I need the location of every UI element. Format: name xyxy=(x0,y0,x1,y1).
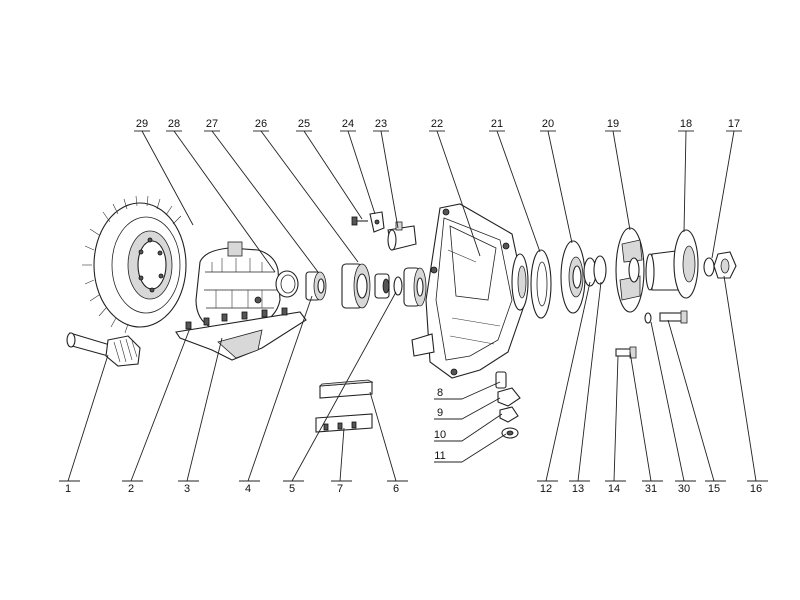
part-callout-label: 21 xyxy=(491,118,503,130)
leader-line xyxy=(667,319,715,482)
part-callout-label: 3 xyxy=(184,483,190,495)
part-callout-label: 9 xyxy=(437,407,443,419)
screw-icon xyxy=(351,216,368,226)
leader-line xyxy=(247,295,313,482)
part-callout-label: 16 xyxy=(750,483,762,495)
leader-line xyxy=(545,281,591,482)
leader-line xyxy=(650,321,685,482)
gasket-icon xyxy=(530,249,552,319)
nut-icon xyxy=(713,251,737,279)
leader-line xyxy=(683,130,687,233)
leader-line xyxy=(496,130,541,253)
shim-icon xyxy=(315,413,373,433)
part-callout-label: 22 xyxy=(431,118,443,130)
leader-line xyxy=(303,130,363,220)
washer-icon xyxy=(644,312,652,324)
leader-line xyxy=(613,355,619,482)
bearing-icon xyxy=(374,273,390,299)
bearing-icon xyxy=(305,271,327,301)
leader-line xyxy=(380,130,399,229)
flange-icon xyxy=(645,229,699,299)
leader-line xyxy=(186,337,223,482)
seal-ring-icon xyxy=(593,255,607,285)
nut-icon xyxy=(499,406,519,423)
leader-line xyxy=(461,433,507,463)
part-callout-label: 13 xyxy=(572,483,584,495)
leader-line xyxy=(436,130,481,257)
leader-line xyxy=(461,397,501,420)
cover-icon xyxy=(615,227,645,313)
leader-line xyxy=(130,327,191,482)
bearing-race-icon xyxy=(341,263,371,309)
lock-icon xyxy=(369,211,385,233)
bolt-icon xyxy=(615,346,637,359)
leader-line xyxy=(577,281,602,482)
part-callout-label: 14 xyxy=(608,483,620,495)
part-callout-label: 23 xyxy=(375,118,387,130)
part-callout-label: 4 xyxy=(245,483,251,495)
washer-icon xyxy=(501,427,519,439)
pinion-gear-icon xyxy=(66,332,141,367)
leader-line xyxy=(67,354,109,482)
housing-icon xyxy=(411,203,529,379)
part-callout-label: 11 xyxy=(434,450,445,462)
part-callout-label: 20 xyxy=(542,118,554,130)
part-callout-label: 15 xyxy=(708,483,720,495)
part-callout-label: 8 xyxy=(437,387,443,399)
leader-line xyxy=(141,130,194,226)
part-callout-label: 1 xyxy=(65,483,71,495)
leader-line xyxy=(291,291,397,482)
differential-case-icon xyxy=(195,241,281,331)
leader-line xyxy=(347,130,376,215)
part-callout-label: 28 xyxy=(168,118,180,130)
part-callout-label: 29 xyxy=(136,118,148,130)
washer-icon xyxy=(703,257,715,277)
part-callout-label: 2 xyxy=(128,483,134,495)
leader-line xyxy=(547,130,573,244)
part-callout-label: 27 xyxy=(206,118,218,130)
leader-line xyxy=(173,130,276,273)
leader-line xyxy=(711,130,735,259)
bearing-icon xyxy=(403,267,427,307)
part-callout-label: 31 xyxy=(645,483,657,495)
leader-line xyxy=(723,275,757,482)
part-callout-label: 24 xyxy=(342,118,354,130)
stud-icon xyxy=(495,371,507,389)
part-callout-label: 7 xyxy=(337,483,343,495)
part-callout-label: 19 xyxy=(607,118,619,130)
part-callout-label: 17 xyxy=(728,118,740,130)
leader-line xyxy=(339,427,345,482)
leader-line xyxy=(461,381,501,400)
part-callout-label: 5 xyxy=(289,483,295,495)
leader-line xyxy=(461,413,503,442)
bearing-cup-icon xyxy=(560,240,586,314)
part-callout-label: 12 xyxy=(540,483,552,495)
washer-icon xyxy=(393,276,403,296)
adjuster-icon xyxy=(387,221,417,251)
leader-line xyxy=(211,130,319,273)
part-callout-label: 30 xyxy=(678,483,690,495)
leader-line xyxy=(629,351,652,482)
bolt-icon xyxy=(659,310,688,324)
part-callout-label: 10 xyxy=(434,429,446,441)
lock-plate-icon xyxy=(497,387,521,407)
part-callout-label: 6 xyxy=(393,483,399,495)
part-callout-label: 18 xyxy=(680,118,692,130)
leader-line xyxy=(260,130,359,263)
differential-flange-icon xyxy=(175,307,307,361)
part-callout-label: 26 xyxy=(255,118,267,130)
leader-line xyxy=(612,130,631,231)
ring-gear-icon xyxy=(82,195,187,334)
part-callout-label: 25 xyxy=(298,118,310,130)
leader-line xyxy=(369,391,397,482)
